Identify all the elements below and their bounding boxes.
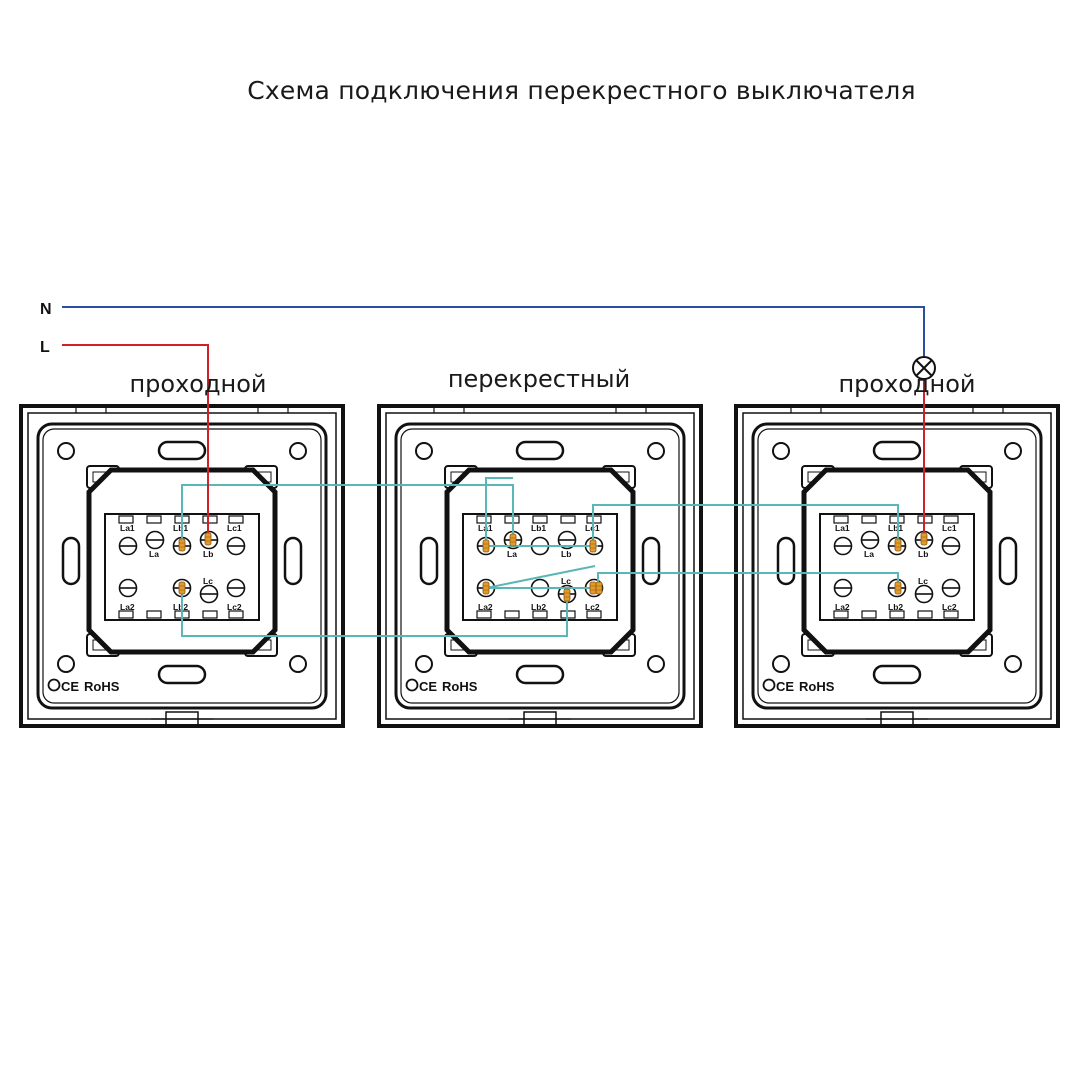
ce-mark: CE [61,679,79,694]
ce-mark: CE [419,679,437,694]
terminal-label-la2: La2 [835,602,850,612]
switch-label-1: проходной [129,370,266,398]
terminal-label-lb2: Lb2 [888,602,903,612]
diagram-title: Схема подключения перекрестного выключат… [247,76,916,105]
terminal-label-lc: Lc [203,576,213,586]
terminal-label-lb1: Lb1 [531,523,546,533]
rohs-mark: RoHS [799,679,835,694]
terminal-label-lb: Lb [203,549,213,559]
neutral-wire [62,306,925,356]
terminal-label-lc2: Lc2 [227,602,242,612]
terminal-label-lb1: Lb1 [173,523,188,533]
terminal-label-la: La [149,549,159,559]
live-wire [62,344,209,540]
terminal-label-lc1: Lc1 [227,523,242,533]
terminal-label-lc2: Lc2 [585,602,600,612]
switch-label-2: перекрестный [448,365,630,393]
terminal-label-lc: Lc [561,576,571,586]
neutral-label: N [40,301,52,318]
rohs-mark: RoHS [442,679,478,694]
terminal-label-lb2: Lb2 [173,602,188,612]
ce-mark: CE [776,679,794,694]
switch-label-3: проходной [838,370,975,398]
live-label: L [40,339,50,356]
terminal-label-la2: La2 [120,602,135,612]
terminal-label-lb: Lb [918,549,928,559]
terminal-label-la: La [507,549,517,559]
terminal-label-la2: La2 [478,602,493,612]
terminal-label-lb2: Lb2 [531,602,546,612]
terminal-label-la1: La1 [120,523,135,533]
lamp-icon [912,356,936,380]
terminal-label-lb1: Lb1 [888,523,903,533]
rohs-mark: RoHS [84,679,120,694]
terminal-label-la: La [864,549,874,559]
terminal-label-la1: La1 [835,523,850,533]
terminal-label-lc1: Lc1 [942,523,957,533]
terminal-label-lc: Lc [918,576,928,586]
terminal-label-lb: Lb [561,549,571,559]
terminal-label-lc2: Lc2 [942,602,957,612]
traveler-wires [181,477,899,637]
